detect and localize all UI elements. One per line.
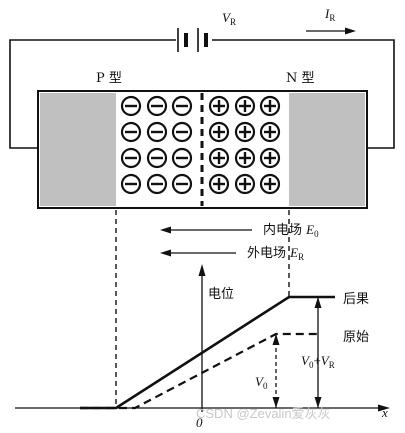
n-region — [289, 93, 365, 206]
after-label: 后果 — [343, 292, 369, 307]
y-axis-label: 电位 — [208, 287, 234, 302]
negative-ion-icon — [146, 121, 168, 143]
origin-label: 0 — [196, 415, 203, 430]
negative-ion-icon — [120, 147, 142, 169]
battery-label: VR — [222, 10, 236, 27]
v0-plus-vr-arrow — [314, 297, 322, 408]
current-label: IR — [324, 6, 335, 23]
after-potential-curve — [80, 295, 335, 410]
negative-ion-icon — [146, 95, 168, 117]
positive-ion-icon — [259, 147, 281, 169]
p-region-label: P 型 — [96, 71, 122, 86]
positive-ion-icon — [234, 121, 256, 143]
negative-ion-icon — [171, 147, 193, 169]
positive-ion-icon — [208, 121, 230, 143]
positive-ion-icon — [259, 173, 281, 195]
negative-ion-icon — [146, 173, 168, 195]
negative-ion-icon — [120, 95, 142, 117]
negative-ion-icon — [171, 173, 193, 195]
positive-ion-icon — [208, 173, 230, 195]
negative-ion-icon — [171, 121, 193, 143]
positive-ion-icon — [208, 95, 230, 117]
positive-ion-icon — [208, 147, 230, 169]
negative-ion-icon — [120, 121, 142, 143]
charge-ions — [120, 95, 281, 195]
n-region-label: N 型 — [286, 71, 315, 86]
projection-lines — [115, 210, 290, 406]
positive-ion-icon — [259, 121, 281, 143]
positive-ion-icon — [234, 173, 256, 195]
positive-ion-icon — [259, 95, 281, 117]
x-axis-label: x — [381, 405, 388, 420]
positive-ion-icon — [234, 147, 256, 169]
v0-arrow — [272, 334, 280, 408]
battery-icon — [177, 28, 208, 52]
current-arrow-icon — [306, 27, 356, 35]
negative-ion-icon — [171, 95, 193, 117]
v0-plus-vr-label: V0+VR — [301, 353, 335, 370]
inner-field-arrow — [160, 226, 252, 234]
circuit-wires — [9, 39, 395, 149]
original-label: 原始 — [343, 330, 369, 345]
outer-field-label: 外电场 ER — [247, 245, 304, 262]
inner-field-label: 内电场 E0 — [263, 222, 319, 239]
outer-field-arrow — [160, 249, 236, 257]
y-axis — [198, 264, 206, 412]
watermark: CSDN @Zevalin爱灰灰 — [196, 406, 331, 421]
v0-label: V0 — [255, 374, 268, 391]
negative-ion-icon — [120, 173, 142, 195]
negative-ion-icon — [146, 147, 168, 169]
positive-ion-icon — [234, 95, 256, 117]
original-potential-curve — [80, 332, 318, 410]
p-region — [40, 93, 116, 206]
